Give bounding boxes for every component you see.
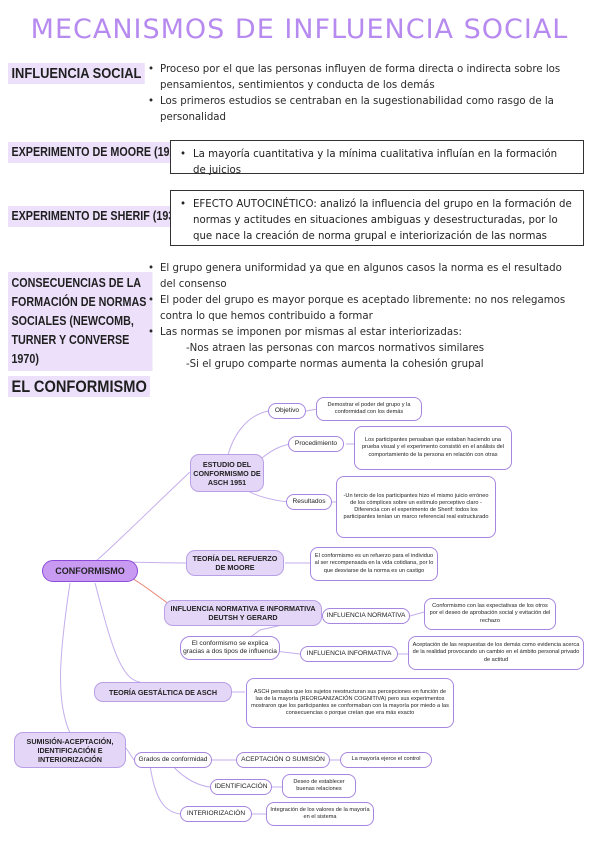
moore-text: La mayoría cuantitativa y la mínima cual…	[193, 149, 558, 176]
bullet-icon: •	[180, 199, 187, 210]
node-influencia-informativa: INFLUENCIA INFORMATIVA	[300, 646, 398, 662]
node-identificacion: IDENTIFICACIÓN	[210, 779, 272, 795]
mindmap-root: CONFORMISMO	[42, 560, 138, 582]
heading-experimento-sherif: EXPERIMENTO DE SHERIF (1936)	[8, 206, 188, 227]
list-subitem: -Si el grupo comparte normas aumenta la …	[186, 359, 484, 370]
text-aceptacion-sumision: La mayoría ejerce el control	[340, 752, 432, 768]
text-objetivo: Demostrar el poder del grupo y la confor…	[316, 397, 422, 421]
node-interiorizacion: INTERIORIZACIÓN	[180, 806, 252, 822]
text-influencia-normativa: Conformismo con las expectativas de los …	[424, 598, 556, 630]
text-teoria-refuerzo: El conformismo es un refuerzo para el in…	[310, 547, 438, 581]
list-item: El grupo genera uniformidad ya que en al…	[148, 261, 580, 293]
text-teoria-gestaltica: ASCH pensaba que los sujetos reestructur…	[246, 678, 454, 728]
heading-consecuencias: CONSECUENCIAS DE LA FORMACIÓN DE NORMAS …	[8, 272, 153, 371]
list-item: Los primeros estudios se centraban en la…	[148, 94, 578, 126]
text-interiorizacion: Integración de los valores de la mayoría…	[266, 802, 374, 826]
list-item: Las normas se imponen por mismas al esta…	[148, 325, 580, 341]
sherif-text: EFECTO AUTOCINÉTICO: analizó la influenc…	[193, 199, 572, 242]
node-dos-tipos-influencia: El conformismo se explica gracias a dos …	[180, 636, 280, 660]
node-influencia-deutsh: INFLUENCIA NORMATIVA E INFORMATIVA DEUTS…	[164, 600, 322, 626]
bullet-icon: •	[180, 149, 187, 160]
heading-el-conformismo: EL CONFORMISMO	[8, 376, 151, 397]
list-item: El poder del grupo es mayor porque es ac…	[148, 293, 580, 325]
page-title: MECANISMOS DE INFLUENCIA SOCIAL	[30, 14, 569, 45]
node-procedimiento: Procedimiento	[288, 436, 344, 452]
heading-influencia-social: INFLUENCIA SOCIAL	[8, 63, 145, 84]
influencia-bullets: Proceso por el que las personas influyen…	[148, 62, 578, 126]
list-subitem: -Nos atraen las personas con marcos norm…	[186, 343, 485, 354]
text-influencia-informativa: Aceptación de las respuestas de los demá…	[408, 636, 584, 670]
node-estudio-asch: ESTUDIO DEL CONFORMISMO DE ASCH 1951	[190, 454, 264, 492]
node-teoria-refuerzo-moore: TEORÍA DEL REFUERZO DE MOORE	[186, 550, 284, 576]
node-influencia-normativa: INFLUENCIA NORMATIVA	[322, 608, 410, 624]
text-resultados: -Un tercio de los participantes hizo el …	[336, 476, 496, 538]
node-resultados: Resultados	[286, 494, 332, 510]
node-aceptacion-sumision: ACEPTACIÓN O SUMISIÓN	[236, 752, 330, 768]
text-procedimiento: Los participantes pensaban que estaban h…	[354, 426, 512, 470]
moore-box: • La mayoría cuantitativa y la mínima cu…	[170, 140, 584, 176]
node-sumision-aceptacion: SUMISIÓN-ACEPTACIÓN, IDENTIFICACIÓN E IN…	[14, 732, 126, 768]
node-teoria-gestaltica: TEORÍA GESTÁLTICA DE ASCH	[94, 682, 232, 702]
sherif-box: • EFECTO AUTOCINÉTICO: analizó la influe…	[170, 190, 584, 246]
consecuencias-bullets: El grupo genera uniformidad ya que en al…	[148, 261, 580, 373]
node-objetivo: Objetivo	[268, 403, 306, 419]
list-item: Proceso por el que las personas influyen…	[148, 62, 578, 94]
node-grados-conformidad: Grados de conformidad	[134, 752, 212, 768]
heading-experimento-moore: EXPERIMENTO DE MOORE (1921)	[8, 142, 189, 163]
text-identificacion: Deseo de establecer buenas relaciones	[282, 774, 356, 798]
